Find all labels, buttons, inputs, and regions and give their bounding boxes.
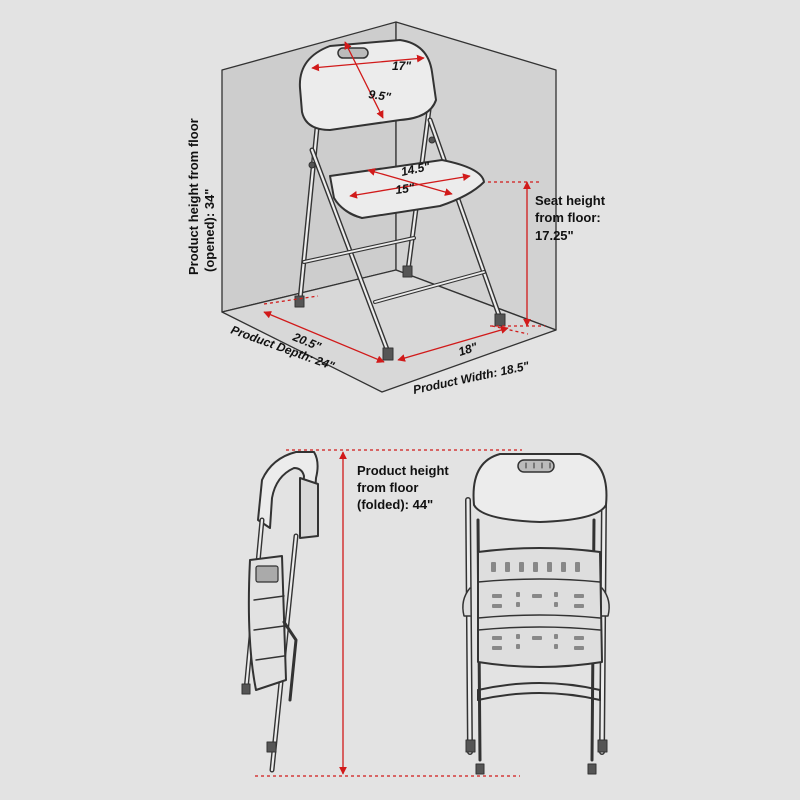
crossbar-rear-inner [303, 237, 415, 263]
front-leg-cap [597, 739, 608, 753]
floor-width-label: 18" [457, 340, 480, 359]
front-crossbar-join [477, 689, 601, 701]
opened-dimension-lines [263, 41, 545, 363]
front-leg-right-rail-inner [600, 498, 606, 754]
leg-cap [294, 295, 305, 308]
seat-front-edge [333, 197, 363, 219]
front-backrest [472, 453, 608, 523]
folded-brace [282, 620, 298, 702]
front-leg-cap [587, 763, 597, 775]
front-leg-right-inner [428, 118, 502, 320]
folded-height-line3: (folded): 44" [357, 497, 433, 512]
hinge-pin [428, 136, 436, 144]
folded-chair-front-view [462, 453, 610, 775]
dim-floor-width [397, 326, 509, 362]
folded-dimension-lines [255, 449, 522, 777]
folded-backrest-panel [299, 477, 319, 539]
dim-back-height [344, 41, 384, 119]
front-handle [517, 459, 555, 473]
opened-chair-view: 17" 9.5" 14.5" 15" 20.5" 18" Product hei… [186, 21, 606, 397]
front-seat-rib-2 [477, 614, 601, 619]
seat-slots-row-2 [492, 592, 584, 608]
front-crossbar [477, 682, 601, 701]
seat-slots-row-1 [491, 562, 580, 572]
folded-height-line1: Product height [357, 463, 449, 478]
seat-height-value: 17.25" [535, 228, 574, 243]
front-leg-left-rail-inner [466, 498, 472, 754]
folded-chair-side-view [241, 451, 319, 773]
rear-leg-left-inner [298, 116, 320, 302]
back-width-label: 17" [392, 59, 411, 73]
seat-height-line2: from floor: [535, 210, 601, 225]
front-side-tab-right [601, 587, 610, 617]
seat-depth-label: 14.5" [400, 159, 432, 179]
folded-leg-cap [241, 683, 251, 695]
hinge-pin [308, 161, 316, 169]
folded-leg-cap [266, 741, 277, 753]
front-seat-panel [477, 547, 603, 668]
opened-height-value: (opened): 34" [202, 189, 217, 272]
front-leg-cap [465, 739, 476, 753]
box-floor [221, 269, 557, 393]
leg-cap [494, 313, 506, 327]
crossbar-front-inner [374, 271, 485, 303]
front-seat-rib-1 [477, 578, 601, 583]
front-handle-notches [525, 462, 551, 469]
seat-slots-row-3 [492, 634, 584, 650]
seat-height-line1: Seat height [535, 193, 606, 208]
folded-height-line2: from floor [357, 480, 418, 495]
front-side-tab-left [462, 587, 471, 617]
ref-width-right [491, 325, 529, 335]
front-seat-rib-3 [477, 626, 601, 631]
back-height-label: 9.5" [368, 87, 392, 104]
dim-floor-depth [263, 311, 385, 363]
dim-seat-width [349, 173, 471, 199]
leg-cap [402, 265, 413, 278]
opened-height-label: Product height from floor [186, 118, 201, 275]
backrest-handle [337, 47, 369, 59]
folded-seat-rib [253, 595, 285, 661]
seat-width-label: 15" [394, 180, 415, 197]
leg-cap [382, 347, 394, 361]
front-leg-cap [475, 763, 485, 775]
folded-seat-slot [255, 565, 279, 583]
